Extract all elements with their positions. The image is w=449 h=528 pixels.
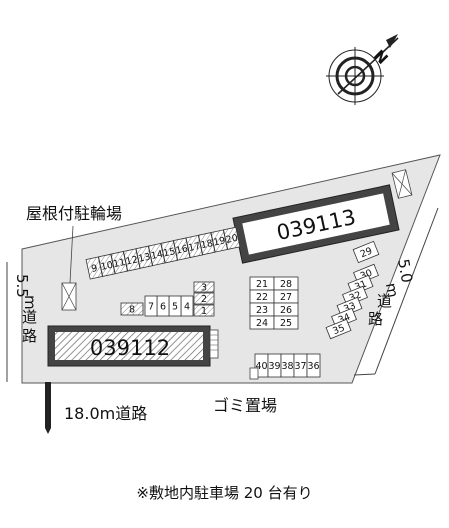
parking-slot-label: 22	[256, 292, 268, 303]
parking-slot-28: 28	[273, 276, 299, 291]
bike-parking-box-west	[61, 282, 77, 311]
parking-slot-3: 3	[193, 281, 215, 294]
parking-slot-9: 9	[85, 256, 103, 280]
parking-slot-label: 9	[90, 263, 98, 275]
parking-slot-label: 15	[162, 246, 176, 259]
parking-slot-5: 5	[168, 295, 182, 317]
parking-slot-label: 29	[359, 246, 374, 261]
parking-note: ※敷地内駐車場 20 台有り	[136, 484, 313, 502]
parking-slot-15: 15	[160, 240, 178, 264]
road-west-unit: m	[21, 295, 39, 310]
parking-slot-label: 27	[280, 292, 292, 303]
parking-slot-36: 36	[306, 353, 321, 378]
parking-slot-11: 11	[110, 251, 128, 275]
parking-slot-label: 20	[225, 233, 239, 246]
parking-slot-8: 8	[120, 302, 144, 316]
parking-slot-18: 18	[198, 232, 216, 256]
road-east-unit: m	[382, 281, 402, 299]
parking-slot-label: 28	[280, 279, 292, 290]
parking-slot-label: 11	[112, 257, 126, 270]
bike-parking-box-east	[391, 169, 413, 199]
road-west-width: 5.5	[13, 274, 31, 298]
parking-slot-label: 17	[187, 241, 201, 254]
parking-slot-4: 4	[180, 295, 194, 317]
parking-slot-19: 19	[210, 229, 228, 253]
parking-slot-label: 16	[175, 243, 189, 256]
parking-slot-label: 7	[148, 302, 154, 313]
building-south-label: 039112	[90, 336, 170, 360]
parking-slot-label: 23	[256, 305, 268, 316]
road-east-width: 5.0	[394, 258, 416, 285]
parking-slot-label: 25	[280, 318, 292, 329]
road-south-label: 18.0m道路	[64, 404, 147, 423]
road-east-name-2: 路	[368, 310, 383, 328]
parking-slot-21: 21	[249, 276, 275, 291]
parking-slot-label: 10	[100, 260, 114, 273]
building-north: 039113	[232, 184, 400, 264]
parking-slot-label: 6	[160, 302, 166, 313]
parking-slot-1: 1	[193, 304, 215, 317]
building-south: 039112	[47, 325, 219, 367]
parking-slot-23: 23	[249, 302, 275, 317]
garbage-label: ゴミ置場	[213, 396, 277, 415]
parking-slot-26: 26	[273, 302, 299, 317]
parking-slot-label: 37	[294, 361, 306, 372]
parking-slot-38: 38	[280, 353, 295, 378]
road-south-arrow-icon	[45, 382, 51, 434]
road-east-edge	[374, 207, 439, 375]
road-west-name-1: 道	[22, 308, 37, 326]
road-east-name-1: 道	[377, 292, 392, 310]
parking-slot-label: 5	[172, 302, 178, 313]
parking-slot-16: 16	[173, 237, 191, 261]
parking-slot-label: 39	[268, 361, 280, 372]
bike-parking-label: 屋根付駐輪場	[26, 204, 122, 223]
parking-slot-7: 7	[144, 295, 158, 317]
parking-slot-20: 20	[223, 226, 241, 250]
road-west-name-2: 路	[22, 327, 37, 345]
parking-slot-label: 36	[307, 361, 319, 372]
parking-slot-24: 24	[249, 315, 275, 330]
parking-slot-label: 26	[280, 305, 292, 316]
parking-slot-label: 2	[201, 294, 207, 305]
bike-parking-leader	[69, 225, 74, 284]
parking-slot-label: 12	[125, 254, 139, 267]
parking-slot-25: 25	[273, 315, 299, 330]
parking-slot-label: 24	[256, 318, 268, 329]
parking-slot-29: 29	[352, 240, 380, 264]
parking-slot-label: 14	[150, 249, 164, 262]
parking-slot-label: 4	[184, 302, 190, 313]
compass-icon	[326, 34, 399, 105]
parking-slot-label: 1	[201, 306, 207, 317]
parking-slot-13: 13	[135, 245, 153, 269]
parking-slot-label: 38	[281, 361, 293, 372]
parking-slot-6: 6	[156, 295, 170, 317]
parking-slot-label: 19	[212, 235, 226, 248]
parking-slot-35: 35	[325, 318, 352, 340]
parking-slot-39: 39	[267, 353, 282, 378]
parking-slot-10: 10	[98, 253, 116, 277]
parking-slot-27: 27	[273, 289, 299, 304]
parking-slot-2: 2	[193, 292, 215, 305]
garbage-area	[249, 367, 259, 380]
parking-slot-label: 40	[255, 361, 267, 372]
parking-slot-label: 18	[200, 238, 214, 251]
parking-slot-22: 22	[249, 289, 275, 304]
parking-slot-label: 21	[256, 279, 268, 290]
parking-slot-label: 3	[201, 283, 207, 294]
parking-slot-label: 8	[129, 305, 135, 316]
parking-slot-label: 13	[137, 252, 151, 265]
road-east-edge-end	[353, 373, 376, 376]
parking-slot-37: 37	[293, 353, 308, 378]
parking-slot-label: 35	[331, 323, 346, 338]
